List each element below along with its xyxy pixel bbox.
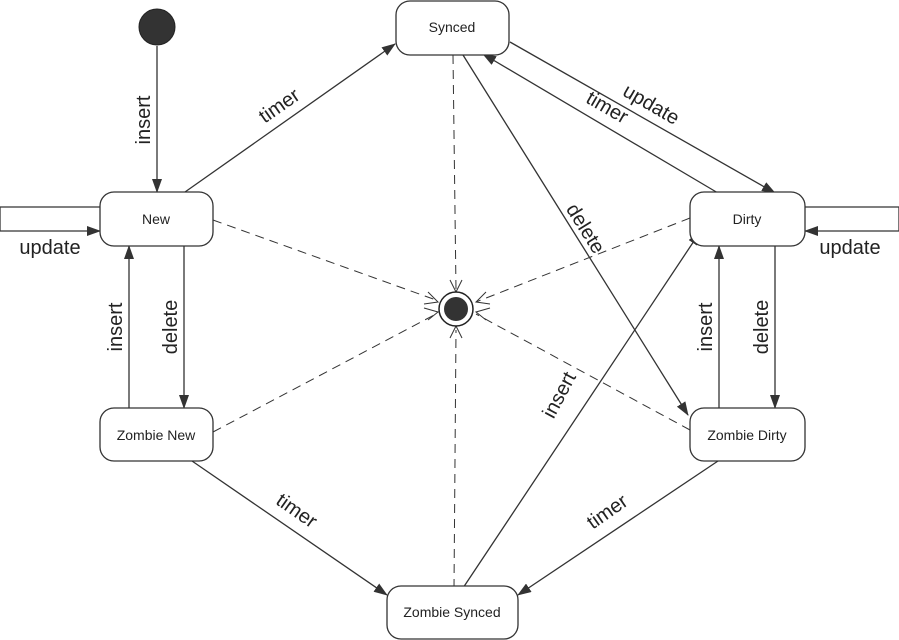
edge-zombie-synced-dirty-insert <box>462 231 701 589</box>
label-zombie-new-zombie-synced-timer: timer <box>272 489 321 533</box>
state-new: New <box>99 191 214 247</box>
state-zombie-synced-label: Zombie Synced <box>403 604 500 620</box>
dashed-synced-final <box>452 54 457 291</box>
dashed-zombie-synced-final <box>453 329 457 589</box>
state-zombie-new-label: Zombie New <box>117 427 196 443</box>
edge-dirty-self-update <box>804 206 899 236</box>
initial-state-node <box>138 8 176 46</box>
final-state-node <box>444 297 468 321</box>
edge-zombie-new-zombie-synced-timer <box>191 460 388 596</box>
dashed-zombie-dirty-final <box>475 313 691 431</box>
label-initial-insert: insert <box>133 95 155 144</box>
state-dirty-label: Dirty <box>733 211 762 227</box>
state-synced-label: Synced <box>429 19 476 35</box>
label-dirty-zombie-dirty-delete: delete <box>751 300 773 355</box>
dashed-new-final <box>212 219 437 301</box>
label-synced-zombie-dirty-delete: delete <box>561 200 609 258</box>
label-zombie-new-new-insert: insert <box>105 302 127 351</box>
label-zombie-dirty-zombie-synced-timer: timer <box>583 490 632 534</box>
dashed-zombie-new-final <box>212 313 437 433</box>
final-state <box>423 279 491 339</box>
edge-synced-dirty-update <box>509 41 776 194</box>
edge-zombie-dirty-zombie-synced-timer <box>517 460 719 596</box>
edge-new-synced-timer <box>184 43 396 193</box>
label-new-zombie-new-delete: delete <box>160 300 182 355</box>
state-new-label: New <box>142 211 171 227</box>
edge-synced-zombie-dirty-delete <box>462 54 689 416</box>
label-new-self-update: update <box>19 237 80 259</box>
final-transitions <box>212 54 691 589</box>
state-zombie-synced: Zombie Synced <box>386 585 519 640</box>
state-zombie-new: Zombie New <box>99 407 214 462</box>
label-new-synced-timer: timer <box>255 84 304 128</box>
state-zombie-dirty: Zombie Dirty <box>689 407 806 462</box>
state-synced: Synced <box>395 0 510 56</box>
state-zombie-dirty-label: Zombie Dirty <box>707 427 786 443</box>
edge-dirty-synced-timer <box>482 53 719 194</box>
label-zombie-synced-dirty-insert: insert <box>539 368 582 422</box>
label-dirty-self-update: update <box>819 237 880 259</box>
edge-new-self-update <box>0 206 101 236</box>
label-zombie-dirty-dirty-insert: insert <box>695 302 717 351</box>
state-dirty: Dirty <box>689 191 806 247</box>
dashed-dirty-final <box>475 217 691 303</box>
transitions <box>0 41 899 596</box>
